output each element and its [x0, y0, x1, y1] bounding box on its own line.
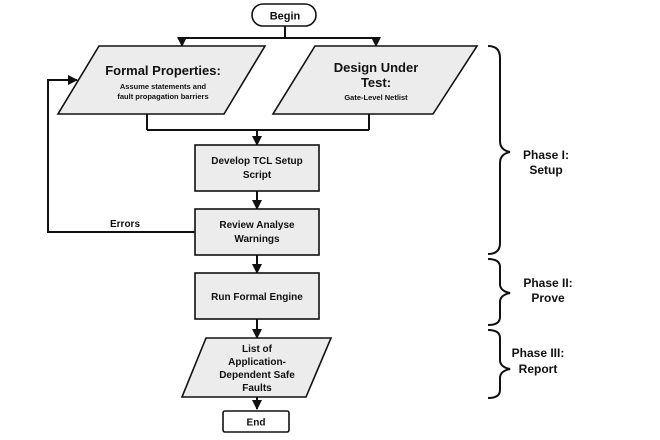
- begin-terminal: Begin: [251, 3, 317, 27]
- list-faults-line4: Faults: [242, 383, 272, 394]
- connectors: [47, 26, 381, 410]
- list-faults-node: List of Application- Dependent Safe Faul…: [180, 337, 333, 398]
- phase-3-line1: Phase III:: [512, 346, 565, 360]
- phase-braces: [487, 45, 511, 399]
- develop-tcl-node: Develop TCL Setup Script: [194, 144, 320, 192]
- run-formal-label: Run Formal Engine: [211, 292, 303, 303]
- formal-properties-sub-line2: fault propagation barriers: [117, 92, 208, 101]
- formal-properties-node: Formal Properties: Assume statements and…: [56, 45, 267, 115]
- phase-2-line1: Phase II:: [523, 276, 572, 290]
- design-under-test-node: Design Under Test: Gate-Level Netlist: [271, 45, 479, 115]
- review-analyse-line2: Warnings: [234, 234, 280, 245]
- formal-properties-title: Formal Properties:: [105, 63, 221, 78]
- list-faults-line2: Application-: [228, 357, 286, 368]
- dut-title-line1: Design Under: [334, 60, 419, 75]
- dut-sub: Gate-Level Netlist: [344, 93, 408, 102]
- review-analyse-line1: Review Analyse: [219, 220, 295, 231]
- edge-errors-loop: [47, 75, 195, 233]
- phase-1-line1: Phase I:: [523, 148, 569, 162]
- phase-labels: Phase I: Setup Phase II: Prove Phase III…: [512, 148, 573, 376]
- develop-tcl-line1: Develop TCL Setup: [211, 156, 303, 167]
- develop-tcl-line2: Script: [243, 170, 272, 181]
- brace-phase-2: [487, 258, 511, 326]
- run-formal-node: Run Formal Engine: [194, 272, 320, 320]
- dut-title-line2: Test:: [361, 75, 391, 90]
- end-label: End: [247, 418, 266, 429]
- formal-properties-sub-line1: Assume statements and: [120, 82, 207, 91]
- list-faults-line3: Dependent Safe: [219, 370, 295, 381]
- brace-phase-3: [487, 329, 511, 399]
- review-analyse-node: Review Analyse Warnings: [194, 208, 320, 256]
- errors-label: Errors: [110, 219, 140, 230]
- list-faults-line1: List of: [242, 344, 273, 355]
- phase-1-line2: Setup: [529, 163, 562, 177]
- phase-3-line2: Report: [519, 362, 558, 376]
- brace-phase-1: [487, 45, 511, 255]
- end-terminal: End: [222, 410, 290, 433]
- phase-2-line2: Prove: [531, 291, 565, 305]
- begin-label: Begin: [270, 11, 301, 23]
